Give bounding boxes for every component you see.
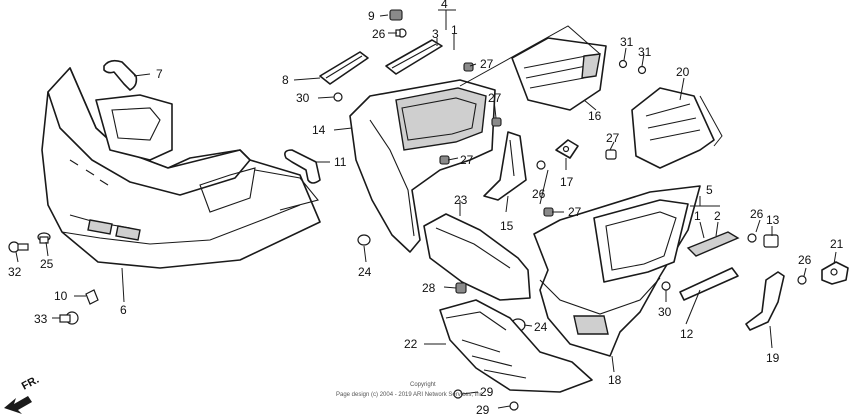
callout-22: 22 xyxy=(404,337,418,351)
copyright-line-2: Page design (c) 2004 - 2019 ARI Network … xyxy=(336,392,485,398)
callout-33: 33 xyxy=(34,312,48,326)
screw-31-a xyxy=(618,59,628,69)
callout-5: 5 xyxy=(706,183,713,197)
callout-4: 4 xyxy=(441,0,448,11)
callout-28: 28 xyxy=(422,281,436,295)
callout-6: 6 xyxy=(120,303,127,317)
callout-11: 11 xyxy=(334,155,347,169)
emblem-1 xyxy=(686,231,740,257)
callout-19: 19 xyxy=(766,351,780,365)
callout-10: 10 xyxy=(54,289,68,303)
inner-panel-23 xyxy=(423,213,531,301)
screw-26-right xyxy=(747,233,757,243)
callout-16: 16 xyxy=(588,109,602,123)
screw-26-mid xyxy=(536,160,546,170)
clip-27-e xyxy=(605,149,617,160)
callout-17: 17 xyxy=(560,175,574,189)
clip-28 xyxy=(455,282,467,294)
emblem-strip-12 xyxy=(679,267,739,301)
callout-24-right: 24 xyxy=(534,320,548,334)
mirror-mount-21 xyxy=(821,261,849,285)
callout-32: 32 xyxy=(8,265,22,279)
molding-19 xyxy=(745,271,785,331)
grommet-17 xyxy=(555,139,579,159)
screw-30-right xyxy=(661,281,671,291)
screw-26-top xyxy=(395,28,407,38)
callout-27-b: 27 xyxy=(488,91,502,105)
callout-27-c: 27 xyxy=(460,153,474,167)
callout-labels: 9 4 26 3 1 27 7 8 30 14 11 27 27 31 31 2… xyxy=(8,0,844,417)
callout-8: 8 xyxy=(282,73,289,87)
callout-9: 9 xyxy=(368,9,375,23)
callout-18: 18 xyxy=(608,373,622,387)
clip-27-d xyxy=(543,207,554,217)
callout-12: 12 xyxy=(680,327,694,341)
air-duct-16 xyxy=(511,37,607,111)
front-inner-fairing xyxy=(41,67,321,269)
screw-30-left xyxy=(333,92,343,102)
clip-27-b xyxy=(491,117,502,127)
collar-10 xyxy=(85,289,99,305)
callout-2: 2 xyxy=(714,209,721,223)
callout-30-left: 30 xyxy=(296,91,310,105)
callout-26-far: 26 xyxy=(798,253,812,267)
callout-20: 20 xyxy=(676,65,690,79)
callout-21: 21 xyxy=(830,237,844,251)
leader-lines xyxy=(15,9,837,409)
clip-27-c xyxy=(439,155,450,165)
callout-26-top: 26 xyxy=(372,27,386,41)
hose-7 xyxy=(103,59,138,91)
bolt-32 xyxy=(8,241,29,253)
clip-27-a xyxy=(463,62,474,72)
copyright-line-1: Copyright xyxy=(410,382,436,388)
clip-9 xyxy=(389,9,403,21)
side-cover-18 xyxy=(533,185,701,357)
clip-13 xyxy=(763,234,779,248)
callout-13: 13 xyxy=(766,213,780,227)
callout-7: 7 xyxy=(156,67,163,81)
front-direction-arrow xyxy=(4,396,32,414)
grip-rail-3 xyxy=(385,39,443,75)
callout-30-right: 30 xyxy=(658,305,672,319)
screw-26-far xyxy=(797,275,807,285)
callout-24-left: 24 xyxy=(358,265,372,279)
side-cover-14 xyxy=(349,79,496,253)
callout-31-b: 31 xyxy=(638,45,652,59)
callout-29-b: 29 xyxy=(476,403,490,417)
callout-31-a: 31 xyxy=(620,35,634,49)
bolt-33 xyxy=(59,311,79,325)
callout-29-a: 29 xyxy=(480,385,494,399)
callout-27-d: 27 xyxy=(568,205,582,219)
screw-31-b xyxy=(637,65,647,75)
grommet-25 xyxy=(37,232,51,244)
hose-11 xyxy=(284,149,321,184)
grip-rail-8 xyxy=(319,51,369,85)
callout-15: 15 xyxy=(500,219,514,233)
callout-3: 3 xyxy=(432,27,439,41)
callout-1-right: 1 xyxy=(694,209,701,223)
stay-15 xyxy=(483,131,527,201)
callout-27-a: 27 xyxy=(480,57,494,71)
callout-23: 23 xyxy=(454,193,468,207)
grommet-24-left xyxy=(357,234,371,246)
lower-cover-22 xyxy=(439,299,593,393)
callout-27-e: 27 xyxy=(606,131,620,145)
callout-26-right: 26 xyxy=(750,207,764,221)
callout-1-top: 1 xyxy=(451,23,458,37)
front-direction-label: FR. xyxy=(20,374,41,393)
callout-25: 25 xyxy=(40,257,54,271)
callout-14: 14 xyxy=(312,123,326,137)
screw-29-b xyxy=(509,401,519,411)
air-duct-20 xyxy=(631,87,715,169)
callout-26-mid: 26 xyxy=(532,187,546,201)
